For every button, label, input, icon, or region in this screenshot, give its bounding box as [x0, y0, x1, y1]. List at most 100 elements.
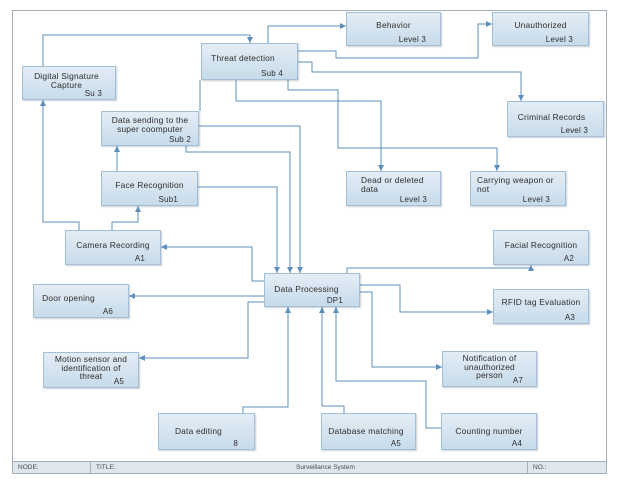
connector-database-matching-to-data-processing	[319, 307, 345, 413]
connector-counting-number-to-data-processing	[333, 307, 441, 429]
node-face-recognition: Face Recognition Sub1	[101, 171, 198, 206]
connector-threat-detection-to-criminal-records	[298, 61, 524, 101]
node-label-line: RFID tag Evaluation	[501, 297, 581, 307]
node-code: Level 3	[560, 126, 588, 135]
node-data-editing: Data editing 8	[158, 413, 255, 450]
connector-data-processing-to-camera-recording	[161, 244, 264, 282]
node-label-line: unauthorized	[464, 361, 515, 372]
node-motion-sensor: Motion sensor and identification of thre…	[43, 352, 139, 388]
node-label-line: Facial Recognition	[504, 240, 578, 250]
connector-face-recognition-to-data-processing	[198, 186, 280, 273]
title-block: NODE: TITLE: Surveillance System NO.:	[12, 461, 607, 474]
node-label: Data Processing	[269, 285, 344, 294]
node-label: Digital Signature Capture	[27, 72, 106, 89]
node-code: Sub 4	[261, 69, 283, 78]
node-code: Level 3	[399, 195, 427, 204]
node-behavior: Behavior Level 3	[346, 12, 441, 46]
node-threat-detection: Threat detection Sub 4	[201, 43, 298, 80]
node-unauthorized: Unauthorized Level 3	[492, 12, 589, 46]
node-label-line: Notification of	[462, 353, 517, 363]
node-data-sending: Data sending to the super coomputer Sub …	[101, 111, 199, 146]
node-label: Motion sensor and identification of thre…	[48, 355, 134, 381]
node-label-line: Motion sensor and	[54, 354, 128, 364]
node-label: Notification of unauthorized person	[447, 354, 532, 380]
node-label-line: Data editing	[174, 426, 223, 436]
node-code: Level 3	[545, 35, 573, 44]
node-label: Camera Recording	[70, 241, 156, 250]
node-code: Sub 2	[169, 135, 191, 144]
node-label: Data editing	[163, 427, 234, 436]
node-door-opening: Door opening A6	[33, 284, 129, 318]
node-label: RFID tag Evaluation	[498, 298, 584, 307]
title-block-divider	[527, 462, 528, 473]
node-counting-number: Counting number A4	[441, 413, 537, 450]
node-label: Unauthorized	[497, 21, 584, 30]
connector-data-sending-to-data-processing-a	[199, 125, 303, 273]
node-label-line: Threat detection	[211, 53, 275, 63]
node-label: Threat detection	[206, 54, 280, 63]
node-label: Counting number	[446, 427, 532, 436]
connector-digital-signature-to-threat-detection	[42, 34, 253, 66]
connector-threat-detection-to-unauthorized	[298, 21, 492, 59]
node-label-line: Capture	[50, 79, 83, 90]
node-digital-signature-capture: Digital Signature Capture Su 3	[22, 66, 116, 100]
node-label-line: Unauthorized	[514, 20, 567, 30]
node-criminal-records: Criminal Records Level 3	[507, 101, 604, 137]
node-label-line: Digital Signature	[34, 71, 99, 81]
node-rfid-tag-evaluation: RFID tag Evaluation A3	[493, 289, 589, 324]
node-code: A4	[511, 439, 522, 448]
connector-data-processing-to-notification	[360, 291, 442, 370]
node-label-line: Database matching	[328, 426, 404, 436]
node-label-line: identification of	[61, 362, 121, 373]
node-dead-or-deleted-data: Dead or deleted data Level 3	[346, 171, 441, 206]
connector-camera-recording-to-face-recognition	[111, 206, 141, 230]
connector-data-processing-to-facial-recognition	[346, 265, 534, 273]
node-label: Criminal Records	[512, 113, 591, 122]
connector-camera-recording-to-digital-signature-capture	[40, 100, 80, 230]
node-label-line: Data sending to the	[111, 115, 189, 125]
connector-threat-detection-to-carrying-weapon	[287, 80, 500, 171]
title-block-divider	[90, 462, 91, 473]
node-code: A2	[563, 254, 574, 263]
node-label-line: Carrying weapon or	[477, 175, 554, 185]
node-label-line: super coomputer	[117, 123, 183, 134]
node-label: Behavior	[351, 21, 436, 30]
node-data-processing: Data Processing DP1	[264, 273, 360, 307]
node-code: A7	[512, 376, 523, 385]
node-code: A5	[390, 439, 401, 448]
connector-data-processing-to-rfid-evaluation	[360, 284, 493, 315]
connector-data-processing-to-motion-sensor	[139, 301, 264, 361]
node-code: Su 3	[84, 89, 102, 98]
node-label: Database matching	[326, 427, 406, 436]
node-label-line: person	[476, 370, 503, 380]
node-label: Door opening	[38, 294, 99, 303]
node-camera-recording: Camera Recording A1	[65, 230, 161, 265]
node-code: A3	[564, 313, 575, 322]
title-field-label: TITLE:	[96, 464, 116, 471]
node-code: A6	[102, 307, 113, 316]
connector-threat-detection-to-behavior	[267, 23, 346, 43]
node-label-line: Behavior	[376, 20, 411, 30]
node-label: Data sending to the super coomputer	[106, 116, 194, 133]
node-code: Sub1	[158, 195, 178, 204]
connector-data-sending-to-data-processing-b	[185, 146, 293, 273]
node-code: A5	[113, 377, 124, 386]
node-label-line: threat	[79, 371, 103, 381]
node-code: 8	[233, 439, 238, 448]
node-label-line: Door opening	[42, 293, 95, 303]
node-code: Level 3	[398, 35, 426, 44]
node-label-line: Counting number	[455, 426, 523, 436]
node-carrying-weapon: Carrying weapon or not Level 3	[470, 171, 566, 206]
node-database-matching: Database matching A5	[321, 413, 416, 450]
node-label-line: Criminal Records	[517, 112, 586, 122]
node-notification: Notification of unauthorized person A7	[442, 351, 537, 387]
node-label-line: Camera Recording	[76, 240, 150, 250]
node-label-line: Dead or deleted	[361, 175, 424, 185]
number-field-label: NO.:	[533, 464, 547, 471]
node-code: DP1	[326, 296, 343, 305]
node-code: Level 3	[522, 195, 550, 204]
node-label: Face Recognition	[106, 181, 193, 190]
node-label-line: not	[477, 183, 490, 194]
diagram-title: Surveillance System	[296, 464, 355, 471]
